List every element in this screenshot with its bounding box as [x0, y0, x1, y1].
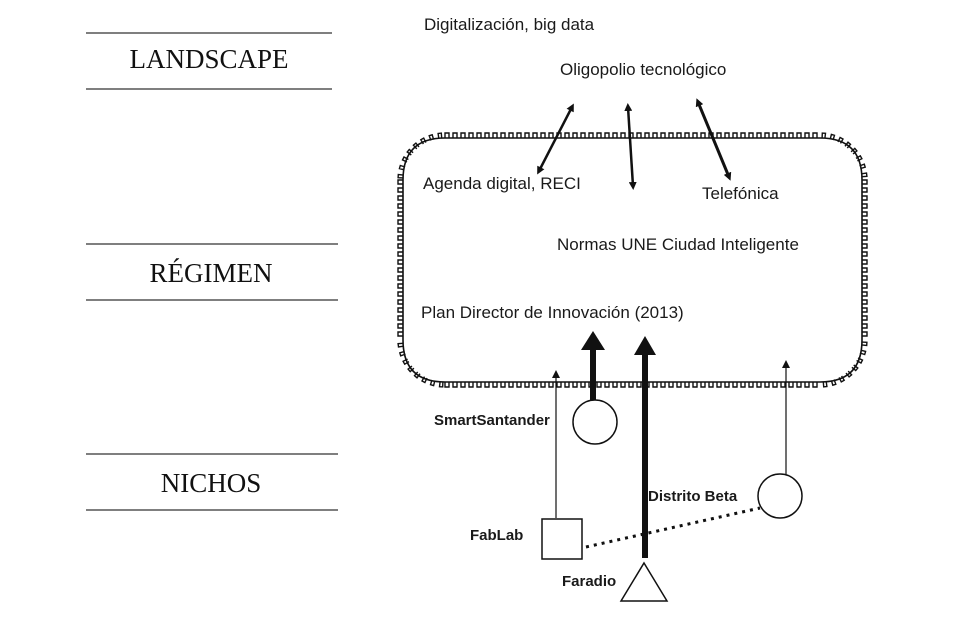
landscape-oligopolio: Oligopolio tecnológico — [560, 60, 726, 79]
regime-agenda: Agenda digital, RECI — [423, 174, 581, 193]
level-niches: NICHOS — [86, 453, 338, 511]
landscape-digitalizacion: Digitalización, big data — [424, 15, 595, 34]
regime-boundary — [402, 137, 863, 383]
level-landscape: LANDSCAPE — [86, 32, 332, 90]
link-fablab-distritobeta — [585, 506, 761, 549]
niches-label: NICHOS — [161, 468, 262, 498]
label-fablab: FabLab — [470, 527, 523, 544]
label-distritobeta: Distrito Beta — [648, 488, 738, 505]
node-distritobeta — [757, 473, 803, 519]
arrow-faradio-head — [634, 336, 656, 355]
node-smartsantander — [572, 399, 618, 445]
regime-plan: Plan Director de Innovación (2013) — [421, 303, 684, 322]
label-smartsantander: SmartSantander — [434, 412, 550, 429]
node-fablab — [541, 518, 583, 560]
regime-label: RÉGIMEN — [150, 258, 273, 288]
level-regime: RÉGIMEN — [86, 243, 338, 301]
label-faradio: Faradio — [562, 573, 616, 590]
regime-boundary-crenellation — [397, 132, 868, 388]
arrow-landscape-regime-center — [624, 103, 637, 190]
landscape-label: LANDSCAPE — [129, 44, 288, 74]
arrow-smartsantander-head — [581, 331, 605, 350]
regime-telefonica: Telefónica — [702, 184, 779, 203]
node-faradio — [619, 561, 669, 602]
regime-normas: Normas UNE Ciudad Inteligente — [557, 235, 799, 254]
arrow-landscape-telefonica — [695, 98, 732, 181]
arrow-landscape-agenda — [537, 103, 574, 175]
